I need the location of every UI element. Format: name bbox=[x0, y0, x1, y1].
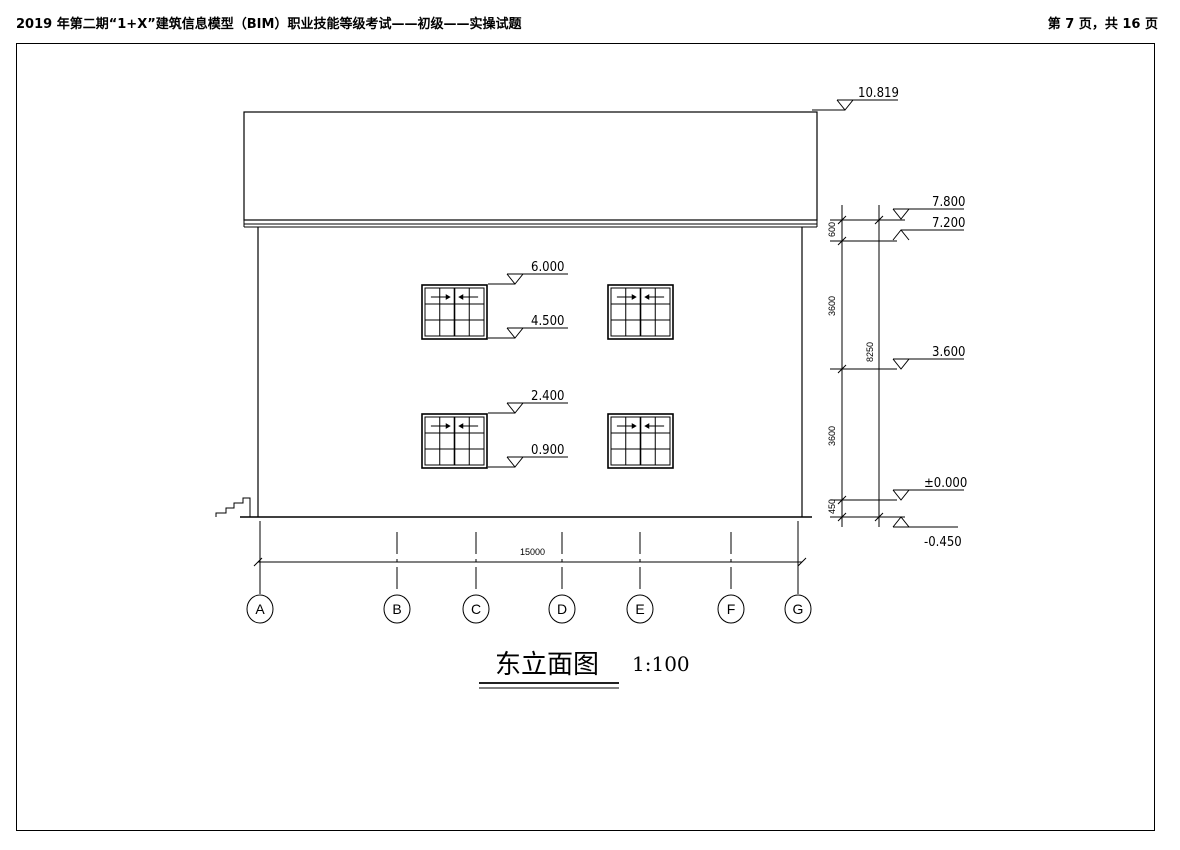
level-win-upper-top: 6.000 bbox=[531, 260, 564, 275]
level-win-lower-top: 2.400 bbox=[531, 389, 564, 404]
level-floor2: 3.600 bbox=[932, 345, 965, 360]
axis-g: G bbox=[784, 521, 812, 624]
axis-grid: A B C D E F G bbox=[246, 521, 812, 624]
dim-8250: 8250 bbox=[865, 342, 875, 362]
drawing-scale: 1:100 bbox=[632, 652, 690, 676]
axis-label: E bbox=[635, 601, 644, 617]
axis-d: D bbox=[548, 532, 576, 624]
level-marker-roof-top: 10.819 bbox=[812, 86, 899, 111]
axis-label: F bbox=[727, 601, 736, 617]
axis-a: A bbox=[246, 521, 274, 624]
dim-3600-upper: 3600 bbox=[827, 296, 837, 316]
horizontal-dimension: 15000 bbox=[253, 547, 807, 567]
wall-outline bbox=[240, 227, 812, 518]
vertical-dimensions: 600 3600 3600 450 8250 bbox=[827, 205, 905, 527]
axis-c: C bbox=[462, 532, 490, 624]
window bbox=[421, 413, 488, 469]
window bbox=[421, 284, 488, 340]
dim-overall-width: 15000 bbox=[520, 547, 545, 557]
document-title: 2019 年第二期“1+X”建筑信息模型（BIM）职业技能等级考试——初级——实… bbox=[16, 17, 522, 32]
level-ground: ±0.000 bbox=[924, 476, 967, 491]
axis-label: B bbox=[392, 601, 401, 617]
entry-steps bbox=[215, 497, 251, 517]
axis-e: E bbox=[626, 532, 654, 624]
drawing-frame bbox=[16, 43, 1155, 831]
axis-label: G bbox=[793, 601, 804, 617]
axis-f: F bbox=[717, 532, 745, 624]
level-markers-windows: 6.000 4.500 2.400 0.900 bbox=[488, 260, 568, 468]
drawing-title: 东立面图 bbox=[495, 650, 599, 680]
level-roof-top: 10.819 bbox=[858, 86, 899, 101]
dim-450: 450 bbox=[827, 499, 837, 514]
axis-label: C bbox=[471, 601, 481, 617]
dim-600: 600 bbox=[827, 222, 837, 237]
level-markers-right: 7.800 7.200 3.600 ±0.000 -0.450 bbox=[892, 195, 967, 550]
axis-label: A bbox=[255, 601, 265, 617]
axis-label: D bbox=[557, 601, 567, 617]
window bbox=[607, 284, 674, 340]
windows bbox=[421, 284, 674, 469]
drawing-title-block: 东立面图 1:100 bbox=[479, 650, 690, 689]
axis-b: B bbox=[383, 532, 411, 624]
level-roof: 7.200 bbox=[932, 216, 965, 231]
level-win-upper-bottom: 4.500 bbox=[531, 314, 564, 329]
level-outdoor: -0.450 bbox=[924, 535, 962, 550]
roof-band bbox=[243, 111, 818, 228]
page-number: 第 7 页，共 16 页 bbox=[1047, 17, 1158, 32]
level-parapet: 7.800 bbox=[932, 195, 965, 210]
dim-3600-lower: 3600 bbox=[827, 426, 837, 446]
level-win-lower-bottom: 0.900 bbox=[531, 443, 564, 458]
window bbox=[607, 413, 674, 469]
